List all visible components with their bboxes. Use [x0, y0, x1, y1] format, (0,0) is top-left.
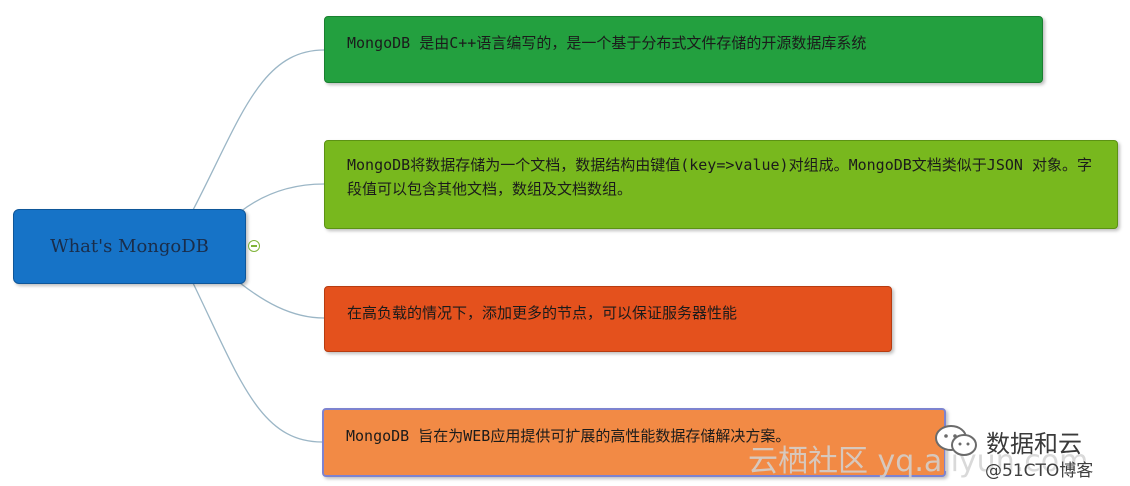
branch-node-web-storage[interactable]: MongoDB 旨在为WEB应用提供可扩展的高性能数据存储解决方案。: [322, 408, 946, 477]
yunqi-watermark: 云栖社区 yq.aliyun.com: [748, 444, 1089, 479]
branch-node-language-text: MongoDB 是由C++语言编写的，是一个基于分布式文件存储的开源数据库系统: [347, 34, 867, 52]
branch-node-document-model[interactable]: MongoDB将数据存储为一个文档，数据结构由键值(key=>value)对组成…: [324, 140, 1118, 229]
root-node[interactable]: What's MongoDB: [13, 209, 246, 284]
root-node-label: What's MongoDB: [50, 236, 209, 257]
connector-line-2: [239, 183, 325, 213]
branch-node-scalability[interactable]: 在高负载的情况下，添加更多的节点，可以保证服务器性能: [324, 286, 892, 352]
connector-line-4: [192, 282, 323, 443]
branch-node-language[interactable]: MongoDB 是由C++语言编写的，是一个基于分布式文件存储的开源数据库系统: [324, 16, 1043, 83]
wechat-account-watermark: 数据和云: [932, 421, 1082, 461]
collapse-toggle-icon[interactable]: [248, 240, 260, 252]
wechat-account-name: 数据和云: [986, 429, 1082, 458]
connector-line-1: [192, 49, 325, 211]
connector-line-3: [239, 282, 325, 319]
wechat-logo-icon: [935, 425, 977, 456]
branch-node-web-storage-text: MongoDB 旨在为WEB应用提供可扩展的高性能数据存储解决方案。: [346, 427, 791, 445]
cto-blog-watermark: @51CTO博客: [985, 461, 1094, 481]
branch-node-scalability-text: 在高负载的情况下，添加更多的节点，可以保证服务器性能: [347, 304, 738, 322]
branch-node-document-model-text: MongoDB将数据存储为一个文档，数据结构由键值(key=>value)对组成…: [347, 156, 1092, 198]
